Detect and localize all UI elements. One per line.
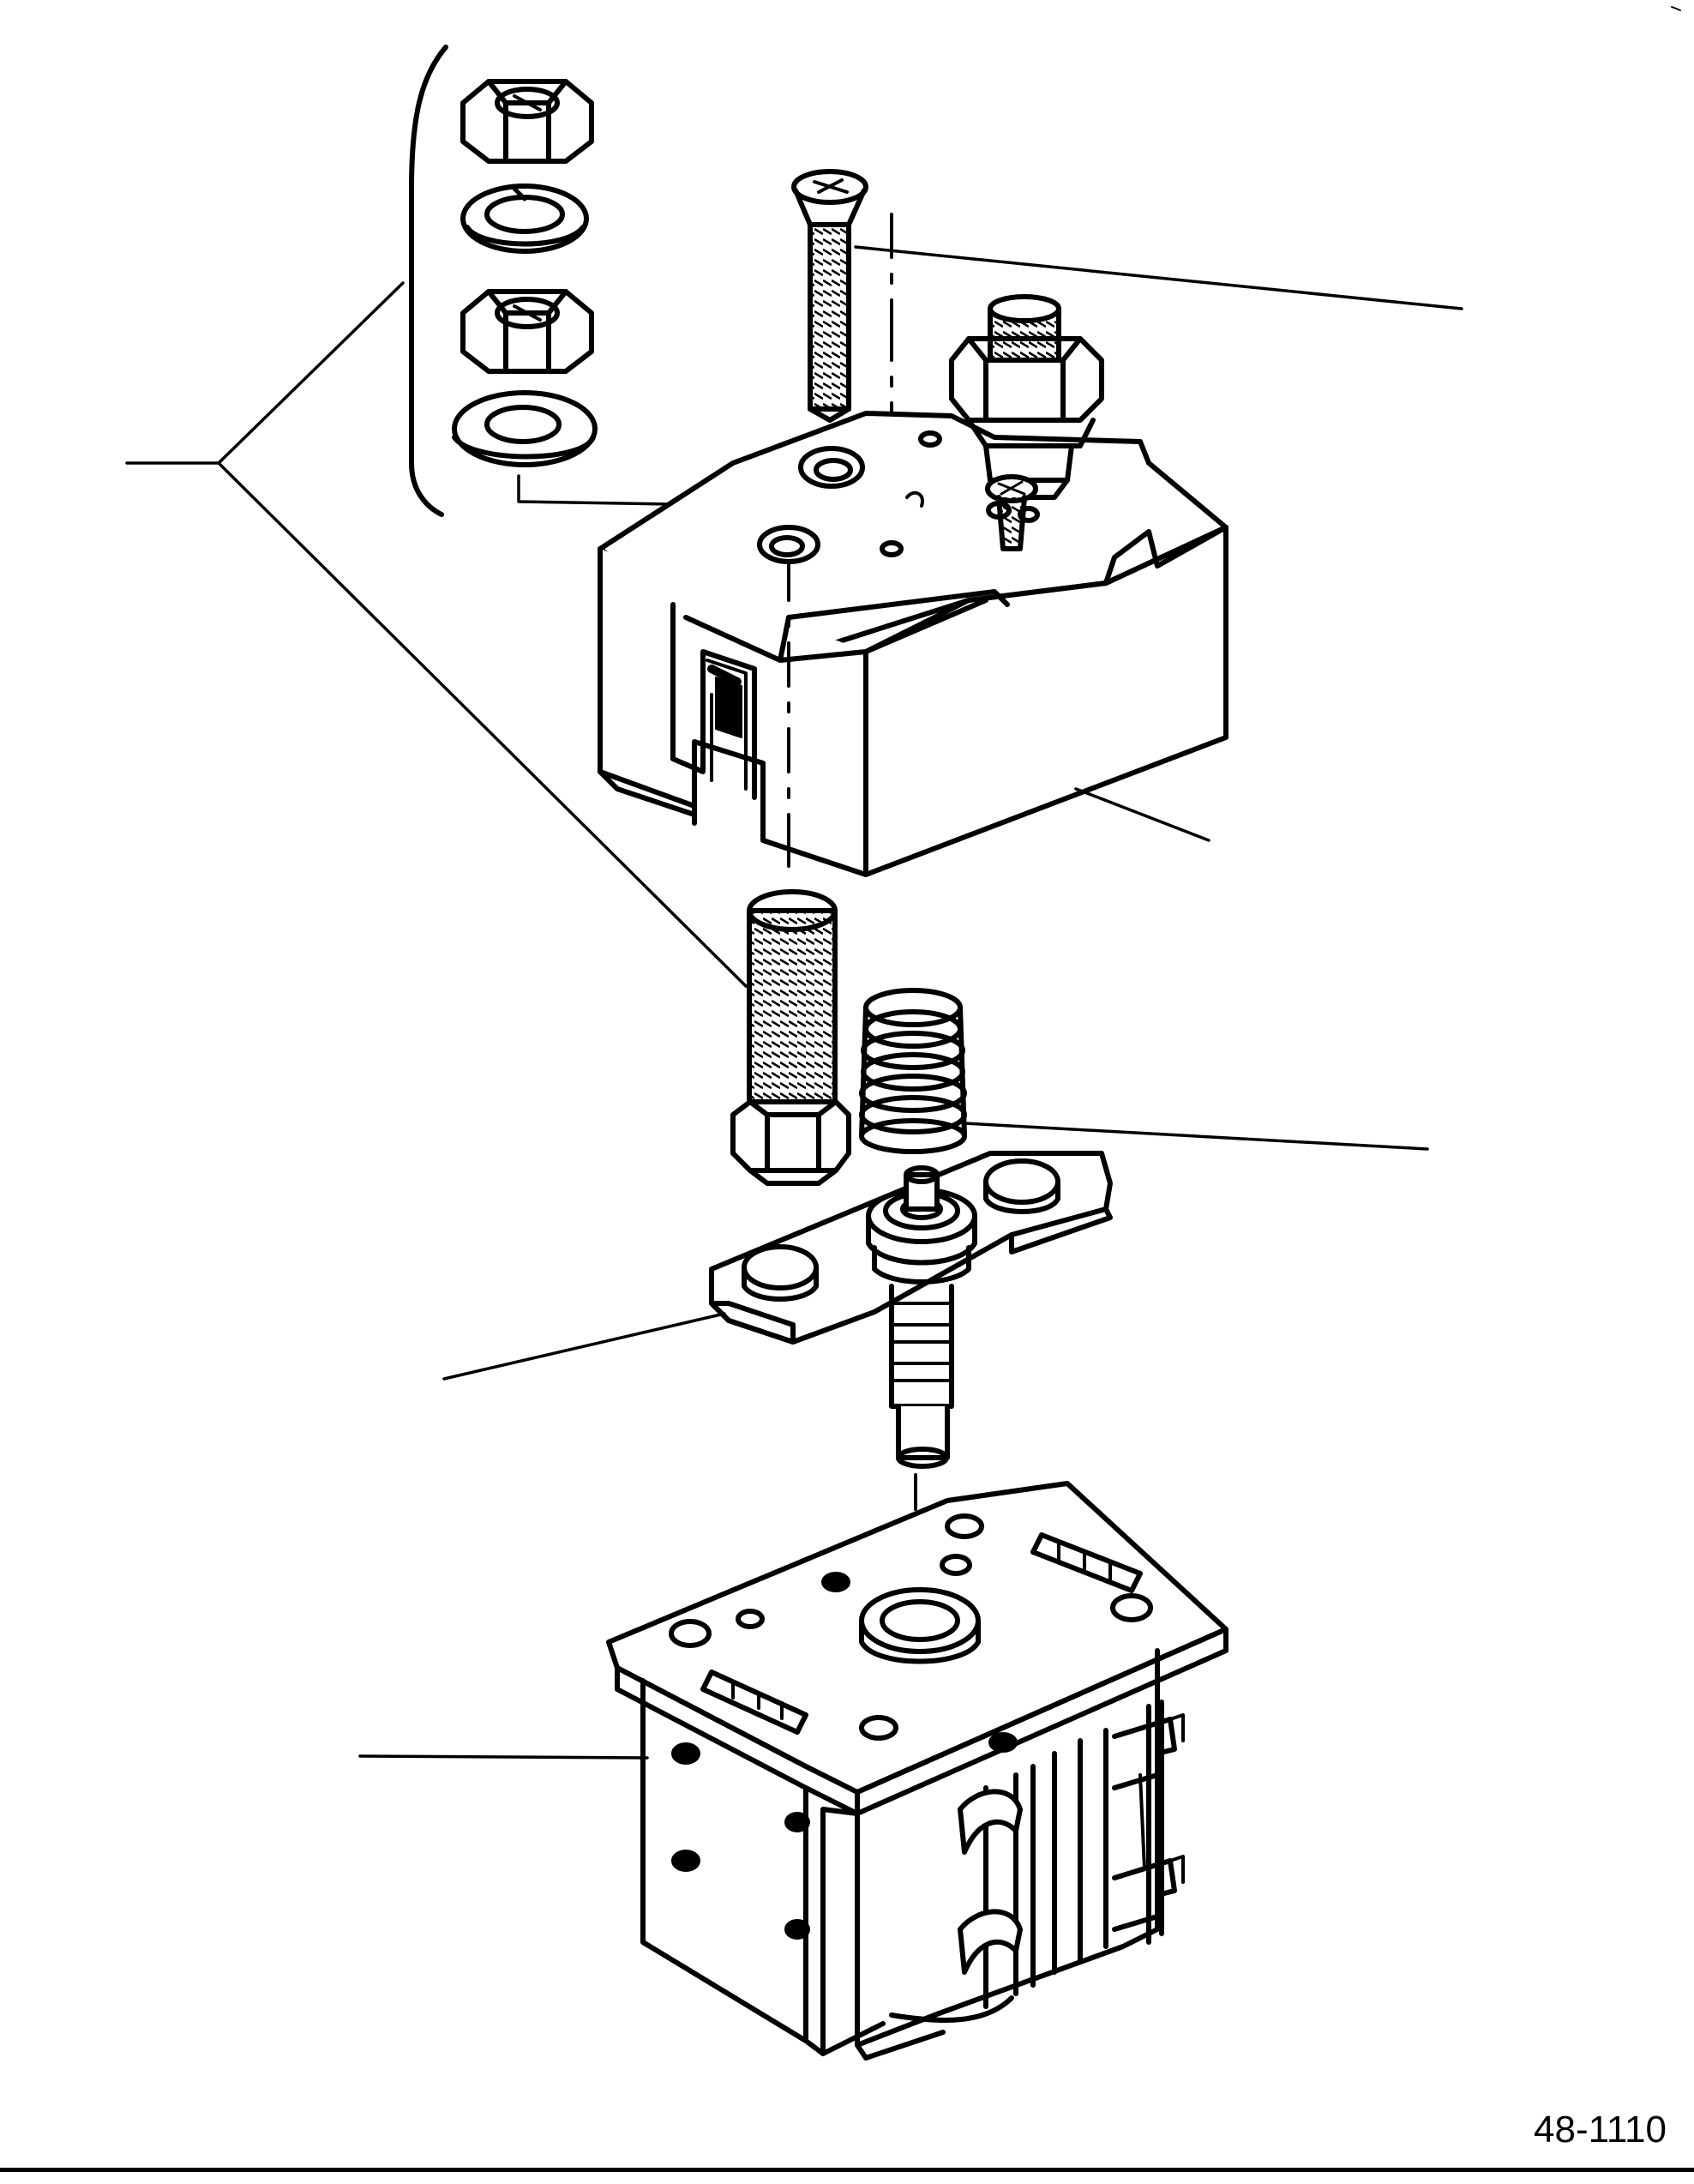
terminal-stud <box>730 889 851 1186</box>
cover-screw <box>791 169 868 423</box>
screw-icon <box>791 169 868 423</box>
figure-number: 48-1110 <box>1534 2109 1667 2151</box>
leader-contact <box>442 1312 726 1381</box>
leader-spring <box>963 1122 1429 1151</box>
cover-housing-icon <box>598 294 1228 877</box>
spring-icon <box>859 988 967 1154</box>
hex-nut-icon <box>460 289 594 374</box>
flat-washer-icon <box>452 390 598 467</box>
solenoid-base <box>606 1481 1228 2061</box>
contact-plunger-icon <box>709 1151 1113 1469</box>
corner-mark <box>1671 6 1681 11</box>
solenoid-body-icon <box>606 1481 1228 2061</box>
leader-cover-screw <box>854 245 1463 310</box>
bottom-rule <box>0 2168 1694 2172</box>
leader-base <box>358 1754 649 1760</box>
cover <box>598 294 1228 877</box>
bolt-icon <box>730 889 851 1186</box>
hardware-stack <box>409 45 598 517</box>
contact-disc-plunger <box>709 1151 1113 1469</box>
spring <box>859 988 967 1154</box>
hex-nut-icon <box>460 79 594 164</box>
lock-washer-icon <box>460 184 589 254</box>
leader-cover <box>1074 787 1210 842</box>
bracket-line <box>409 45 448 517</box>
